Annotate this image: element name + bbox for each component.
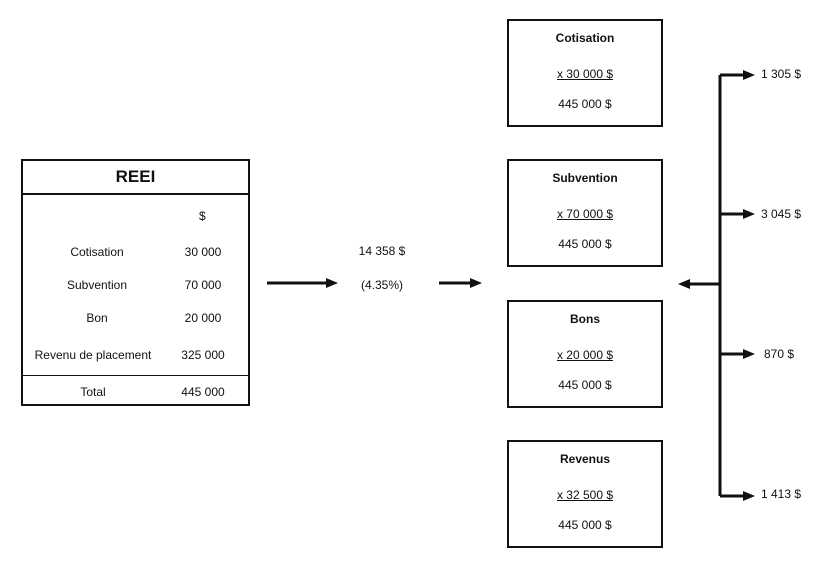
box-total: 445 000 $ (558, 518, 612, 532)
arrowhead-bons (743, 349, 755, 359)
reei-row-label-bon: Bon (86, 311, 108, 325)
box-total: 445 000 $ (558, 378, 612, 392)
result-amount-subvention: 3 045 $ (761, 207, 802, 221)
middle-amount: 14 358 $ (358, 244, 406, 258)
box-subvention: Subvention x 70 000 $ 445 000 $ (507, 159, 663, 267)
reei-row-value-subvention: 70 000 (184, 278, 222, 292)
arrowhead-revenus (743, 491, 755, 501)
box-multiplier: x 20 000 $ (556, 348, 614, 362)
result-amount-bons: 870 $ (764, 347, 795, 361)
reei-row-value-revenu: 325 000 (181, 348, 225, 362)
box-title: Cotisation (555, 31, 615, 45)
reei-divider (23, 375, 248, 376)
box-multiplier: x 70 000 $ (556, 207, 614, 221)
box-multiplier: x 32 500 $ (556, 488, 614, 502)
reei-row-value-cotisation: 30 000 (184, 245, 222, 259)
reei-currency-header: $ (199, 209, 206, 223)
middle-rate: (4.35%) (360, 278, 404, 292)
box-title: Revenus (559, 452, 611, 466)
result-amount-cotisation: 1 305 $ (761, 67, 802, 81)
reei-title: REEI (23, 161, 248, 195)
box-title: Subvention (552, 171, 618, 185)
reei-row-value-bon: 20 000 (184, 311, 222, 325)
box-total: 445 000 $ (558, 97, 612, 111)
reei-row-label-cotisation: Cotisation (70, 245, 124, 259)
arrowhead-middle-to-boxes (470, 278, 482, 288)
arrowhead-cotisation (743, 70, 755, 80)
reei-row-label-subvention: Subvention (66, 278, 128, 292)
box-bons: Bons x 20 000 $ 445 000 $ (507, 300, 663, 408)
box-revenus: Revenus x 32 500 $ 445 000 $ (507, 440, 663, 548)
reei-total-value: 445 000 (181, 385, 225, 399)
arrowhead-to-boxes (678, 279, 690, 289)
box-title: Bons (570, 312, 600, 326)
box-multiplier: x 30 000 $ (556, 67, 614, 81)
box-cotisation: Cotisation x 30 000 $ 445 000 $ (507, 19, 663, 127)
reei-table: REEI $ Cotisation 30 000 Subvention 70 0… (21, 159, 250, 406)
reei-row-label-revenu: Revenu de placement (34, 348, 152, 362)
reei-total-label: Total (80, 385, 106, 399)
arrowhead-reei-to-middle (326, 278, 338, 288)
box-total: 445 000 $ (558, 237, 612, 251)
arrowhead-subvention (743, 209, 755, 219)
result-amount-revenus: 1 413 $ (761, 487, 802, 501)
